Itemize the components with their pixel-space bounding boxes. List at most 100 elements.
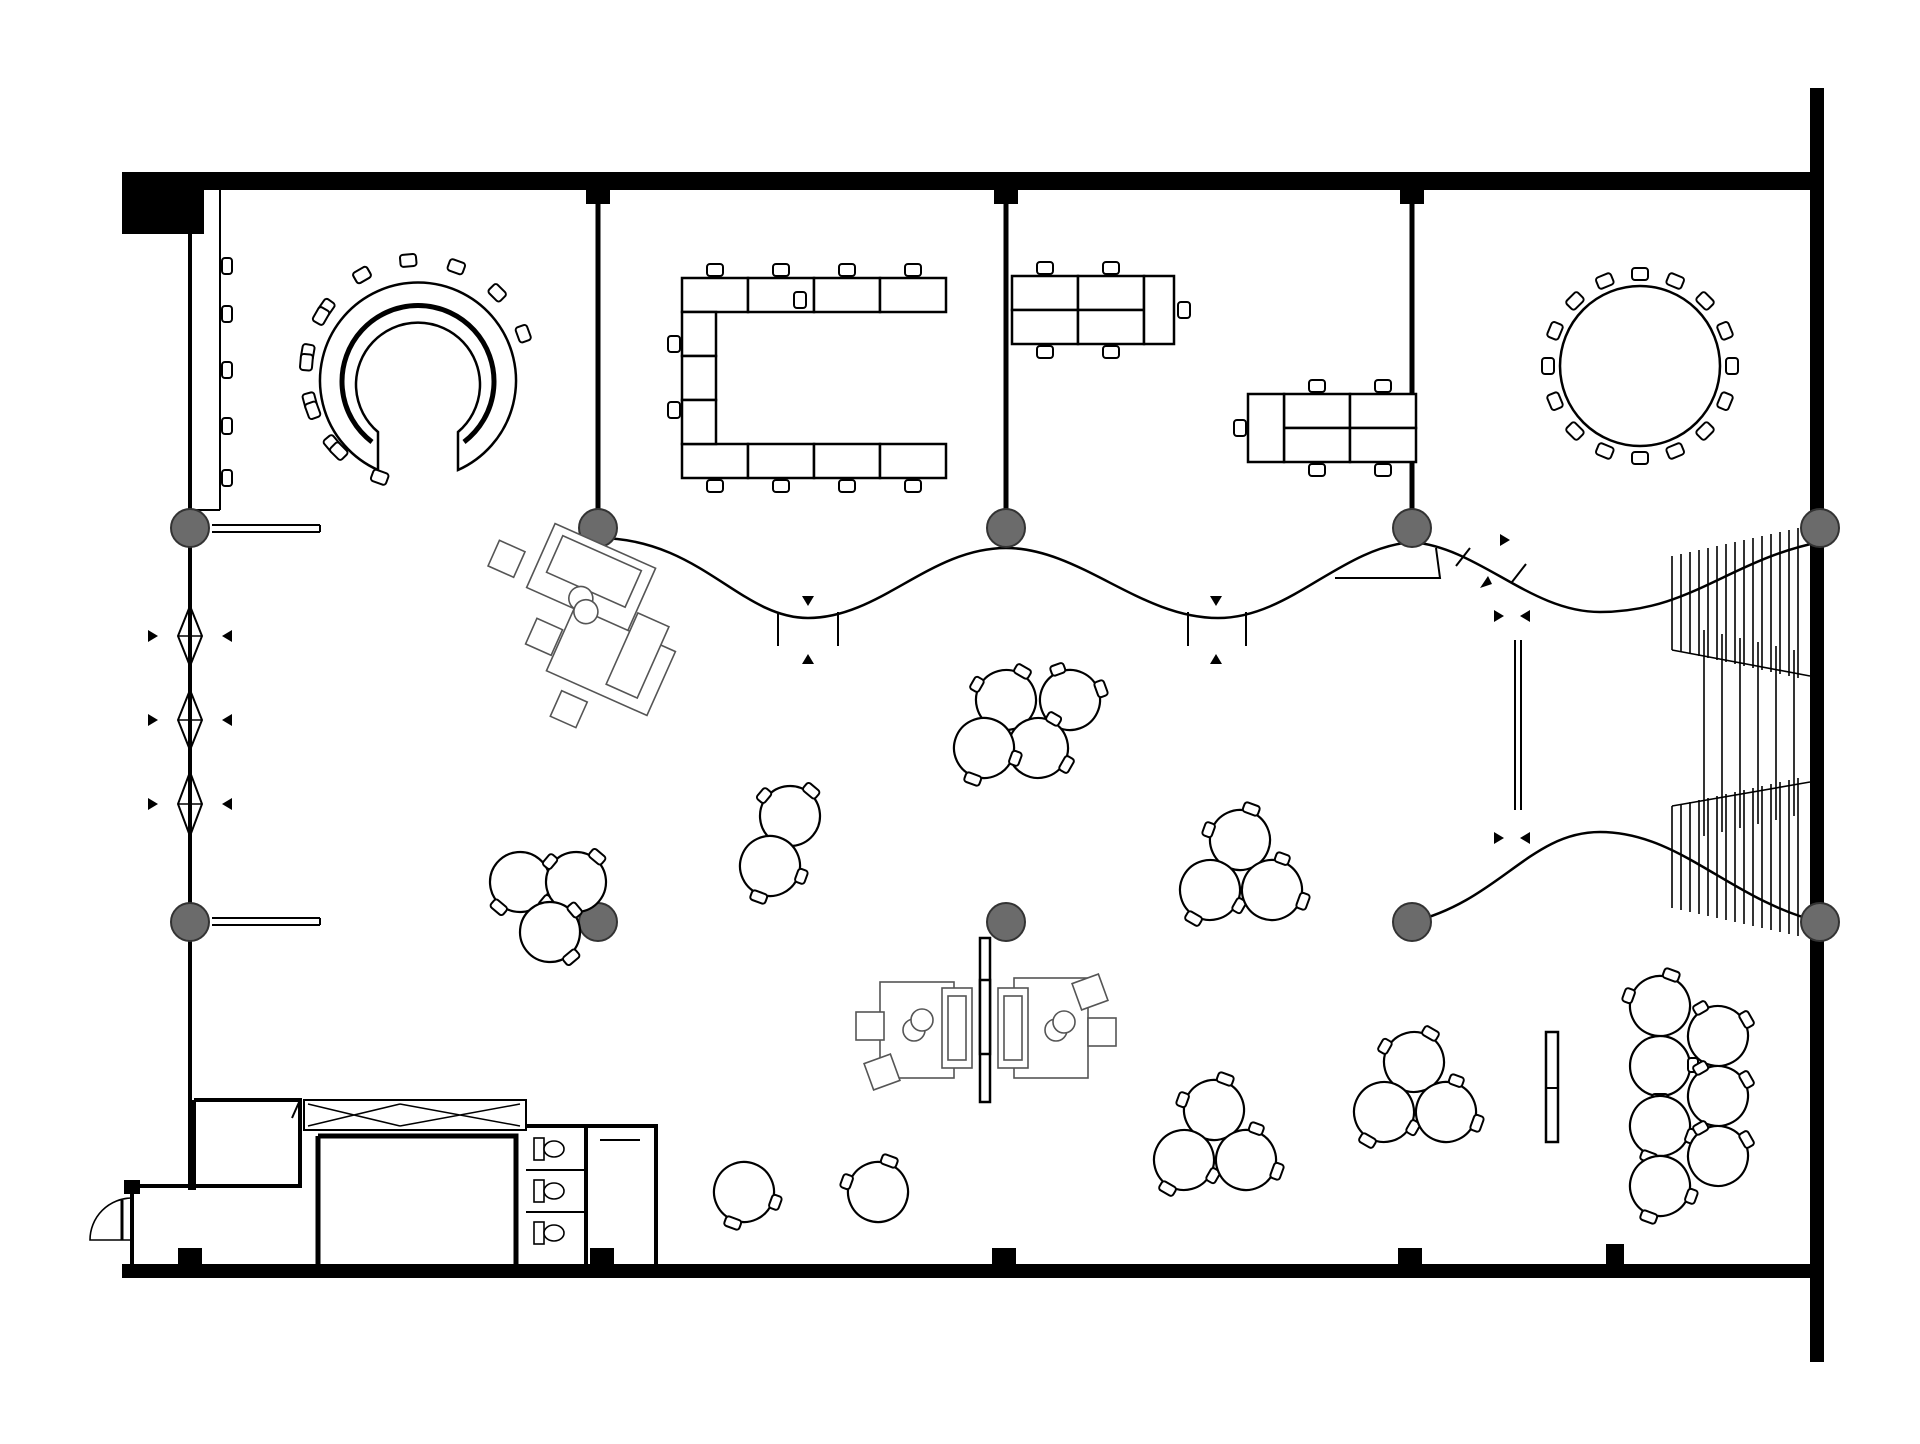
exterior-walls <box>122 88 1824 1362</box>
seating-cluster-icon <box>541 847 608 914</box>
seating-cluster-icon <box>1201 801 1272 872</box>
chair-icon <box>1308 379 1326 393</box>
chair-icon <box>1565 421 1585 441</box>
meeting-room-1-table <box>221 253 532 487</box>
structural-column-icon <box>1800 902 1840 942</box>
structural-column-icon <box>986 508 1026 548</box>
chair-icon <box>1631 267 1649 281</box>
structural-columns <box>170 508 1840 942</box>
seating-cluster-icon <box>1240 851 1311 922</box>
left-facade <box>148 603 232 839</box>
chair-icon <box>1595 442 1615 460</box>
chair-icon <box>1716 391 1734 411</box>
section-arrow-icon <box>1494 610 1530 622</box>
chair-icon <box>1546 391 1564 411</box>
chair-icon <box>1036 345 1054 359</box>
chair-icon <box>1177 301 1191 319</box>
seating-cluster-icon <box>1621 967 1692 1038</box>
chair-icon <box>1665 272 1685 290</box>
lounge-sofa-group-2 <box>855 936 1117 1104</box>
chair-icon <box>667 335 681 353</box>
structural-column-icon <box>170 902 210 942</box>
chair-icon <box>1565 291 1585 311</box>
structural-column-icon <box>1800 508 1840 548</box>
section-arrow-icon <box>802 596 814 664</box>
chair-icon <box>1595 272 1615 290</box>
seating-cluster-icon <box>1178 858 1247 927</box>
structural-column-icon <box>170 508 210 548</box>
seating-cluster-icon <box>518 900 583 967</box>
chair-icon <box>904 263 922 277</box>
chair-icon <box>1541 357 1555 375</box>
seating-cluster-icon <box>1414 1073 1485 1144</box>
chair-icon <box>706 263 724 277</box>
seating-clusters <box>488 662 1755 1231</box>
screen-partition <box>1544 1030 1560 1144</box>
section-arrow-icon <box>1494 832 1530 844</box>
chair-icon <box>1631 451 1649 465</box>
seating-cluster-icon <box>1628 1154 1699 1225</box>
chair-icon <box>904 479 922 493</box>
chair-icon <box>369 468 390 486</box>
meeting-room-4-round-table <box>1541 267 1739 465</box>
chair-icon <box>1102 261 1120 275</box>
chair-icon <box>1102 345 1120 359</box>
chair-icon <box>1233 419 1247 437</box>
chair-icon <box>1695 421 1715 441</box>
structural-column-icon <box>1392 902 1432 942</box>
seating-cluster-icon <box>488 850 555 917</box>
chair-icon <box>304 400 322 421</box>
door-swing-icon <box>89 1197 133 1241</box>
seating-cluster-icon <box>1352 1080 1421 1149</box>
door-markers <box>777 534 1530 844</box>
chair-icon <box>1036 261 1054 275</box>
chair-icon <box>299 352 314 372</box>
seating-cluster-icon <box>969 663 1038 732</box>
chair-icon <box>838 479 856 493</box>
section-arrow-icon <box>1210 596 1222 664</box>
seating-cluster-icon <box>1628 1034 1699 1105</box>
chair-icon <box>793 291 807 309</box>
seating-cluster-icon <box>1686 1060 1755 1128</box>
service-core <box>89 1098 658 1270</box>
seating-cluster-icon <box>1175 1071 1246 1142</box>
chair-icon <box>1374 463 1392 477</box>
chair-icon <box>772 479 790 493</box>
chair-icon <box>329 441 349 461</box>
seating-cluster-icon <box>1214 1121 1285 1192</box>
seating-cluster-icon <box>952 716 1023 787</box>
structural-column-icon <box>1392 508 1432 548</box>
seating-cluster-icon <box>1686 1120 1755 1188</box>
seating-cluster-icon <box>738 834 809 905</box>
seating-cluster-icon <box>839 1153 910 1224</box>
chair-icon <box>772 263 790 277</box>
chair-icon <box>1546 321 1564 341</box>
chair-icon <box>1725 357 1739 375</box>
seating-cluster-icon <box>1377 1025 1446 1094</box>
chair-icon <box>446 258 467 276</box>
meeting-room-3-desks <box>1010 261 1418 477</box>
chair-icon <box>1665 442 1685 460</box>
stepped-seating <box>1671 528 1811 936</box>
section-arrow-icon <box>1480 534 1510 588</box>
chair-icon <box>398 253 418 268</box>
room-partitions <box>212 188 1821 926</box>
seating-cluster-icon <box>1686 1000 1755 1068</box>
seating-cluster-icon <box>1152 1128 1221 1197</box>
chair-icon <box>1716 321 1734 341</box>
seating-cluster-icon <box>712 1160 783 1231</box>
chair-icon <box>838 263 856 277</box>
meeting-room-2-table <box>667 263 948 493</box>
chair-icon <box>1374 379 1392 393</box>
chair-icon <box>487 283 507 303</box>
chair-icon <box>352 265 372 285</box>
toilet-icon <box>533 1137 565 1245</box>
chair-icon <box>706 479 724 493</box>
chair-icon <box>1308 463 1326 477</box>
lounge-sofa-group-1 <box>486 522 677 729</box>
chair-icon <box>667 401 681 419</box>
chair-icon <box>514 323 532 344</box>
chair-icon <box>1695 291 1715 311</box>
seating-cluster-icon <box>1006 711 1075 780</box>
